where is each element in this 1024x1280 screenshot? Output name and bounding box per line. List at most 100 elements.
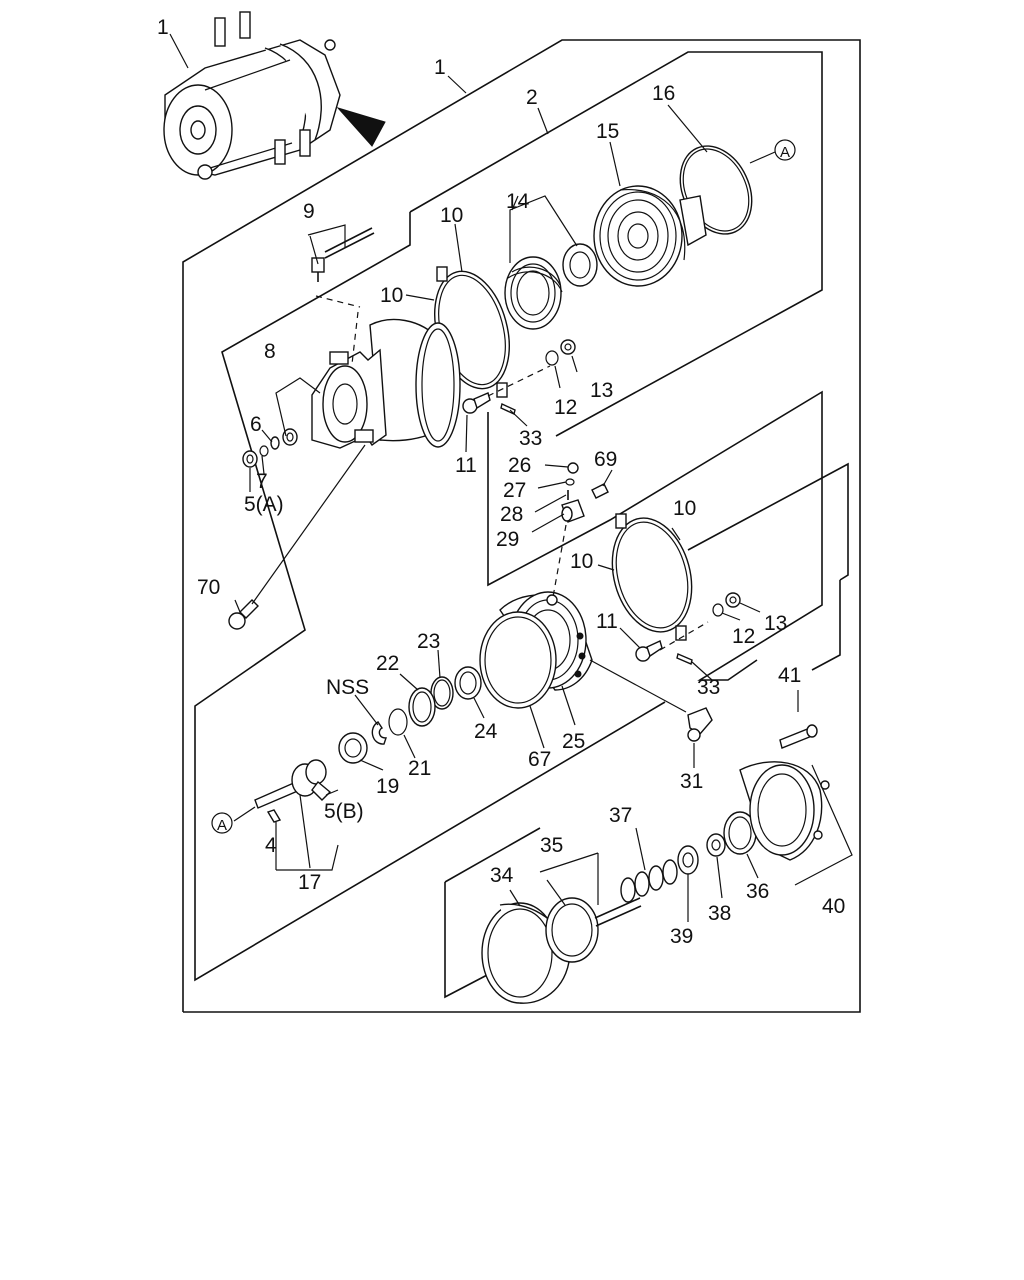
bolt-70: [228, 599, 259, 630]
seal-36: [723, 811, 757, 855]
washer-7: [259, 445, 269, 457]
snap-ring-21: [388, 708, 408, 736]
label-8: 8: [264, 340, 276, 363]
elbow-fitting-31: [687, 707, 713, 742]
label-10-lower-left: 10: [570, 550, 593, 573]
label-1-thumbnail: 1: [157, 16, 169, 39]
label-24: 24: [474, 720, 498, 743]
key-4: [266, 809, 282, 823]
label-19: 19: [376, 775, 399, 798]
leader-lines: [169, 33, 853, 922]
snap-ring-nss: [371, 721, 387, 745]
pin-33-lower: [676, 653, 693, 665]
label-10-upper-left: 10: [380, 284, 403, 307]
label-67: 67: [528, 748, 551, 771]
label-13-lower: 13: [764, 612, 787, 635]
label-2: 2: [526, 86, 538, 109]
end-cover-40: [739, 761, 830, 861]
washer-38: [706, 833, 726, 857]
label-23: 23: [417, 630, 440, 653]
bolt-11-upper: [462, 392, 491, 414]
bolt-11-lower: [635, 640, 663, 662]
pulley-15: [593, 185, 707, 287]
motor-housing: [311, 318, 461, 449]
label-36: 36: [746, 880, 769, 903]
label-33-upper: 33: [519, 427, 542, 450]
subassembly-frame-sensor: [487, 390, 823, 681]
view-direction-arrow: [336, 107, 386, 147]
label-17: 17: [298, 871, 321, 894]
spring-37: [620, 859, 678, 903]
label-12-lower: 12: [732, 625, 755, 648]
label-11-upper: 11: [455, 454, 477, 477]
label-11-lower: 11: [596, 610, 618, 633]
washer-6: [270, 436, 280, 450]
label-40: 40: [822, 895, 845, 918]
ring-22: [408, 687, 436, 727]
shaft-17: [254, 759, 332, 809]
label-28: 28: [500, 503, 523, 526]
label-37: 37: [609, 804, 632, 827]
label-27: 27: [503, 479, 526, 502]
nut-13-lower: [725, 592, 741, 608]
label-15: 15: [596, 120, 619, 143]
label-70: 70: [197, 576, 220, 599]
label-7: 7: [256, 470, 268, 493]
piston-35: [545, 897, 642, 963]
reference-marker-a-upper: A: [774, 139, 796, 161]
clamp-band-10-lower: [611, 513, 693, 641]
subassembly-frame-housing: [687, 462, 849, 671]
label-22: 22: [376, 652, 399, 675]
label-10-upper-right: 10: [440, 204, 463, 227]
label-69: 69: [594, 448, 617, 471]
label-35: 35: [540, 834, 563, 857]
label-10-lower-right: 10: [673, 497, 696, 520]
part-labels: 1 1 2 16 15 14 10 10 9 8 6 7 5(A) 13 12 …: [157, 16, 845, 948]
spacer-8: [282, 428, 298, 446]
label-31: 31: [680, 770, 703, 793]
bearing-assembly-14: [504, 243, 598, 330]
washer-27: [565, 478, 575, 486]
label-5b: 5(B): [324, 800, 364, 823]
label-26: 26: [508, 454, 531, 477]
label-14: 14: [506, 190, 530, 213]
label-9: 9: [303, 200, 315, 223]
label-1: 1: [434, 56, 446, 79]
grease-fitting-41: [779, 724, 818, 749]
nut-5a: [242, 450, 258, 468]
assembly-thumbnail: [163, 11, 341, 180]
label-16: 16: [652, 82, 675, 105]
pin-69: [591, 483, 609, 499]
label-38: 38: [708, 902, 731, 925]
reference-marker-a-lower: A: [211, 812, 233, 834]
o-ring-23: [430, 676, 454, 710]
label-4: 4: [265, 834, 277, 857]
label-6: 6: [250, 413, 262, 436]
label-29: 29: [496, 528, 519, 551]
washer-12-lower: [712, 603, 724, 617]
assembly-frame-1: [182, 39, 861, 1013]
grease-fitting-9: [311, 227, 375, 282]
label-34: 34: [490, 864, 514, 887]
label-21: 21: [408, 757, 431, 780]
nut-26: [567, 462, 579, 474]
label-41: 41: [778, 664, 801, 687]
reference-label-a-upper: A: [780, 144, 790, 161]
assembly-frame-2: [194, 51, 823, 982]
washer-12-upper: [545, 350, 559, 366]
o-ring-67: [479, 611, 557, 709]
label-12-upper: 12: [554, 396, 577, 419]
label-25: 25: [562, 730, 585, 753]
seal-24: [454, 666, 482, 700]
label-nss: NSS: [326, 676, 369, 699]
assembly-guide-lines: [251, 295, 709, 713]
label-13-upper: 13: [590, 379, 613, 402]
label-5a: 5(A): [244, 493, 284, 516]
reference-label-a-lower: A: [217, 817, 227, 834]
label-39: 39: [670, 925, 693, 948]
sensor-29: [561, 499, 585, 523]
bearing-19: [338, 732, 368, 764]
label-33-lower: 33: [697, 676, 720, 699]
bearing-39: [677, 845, 699, 875]
